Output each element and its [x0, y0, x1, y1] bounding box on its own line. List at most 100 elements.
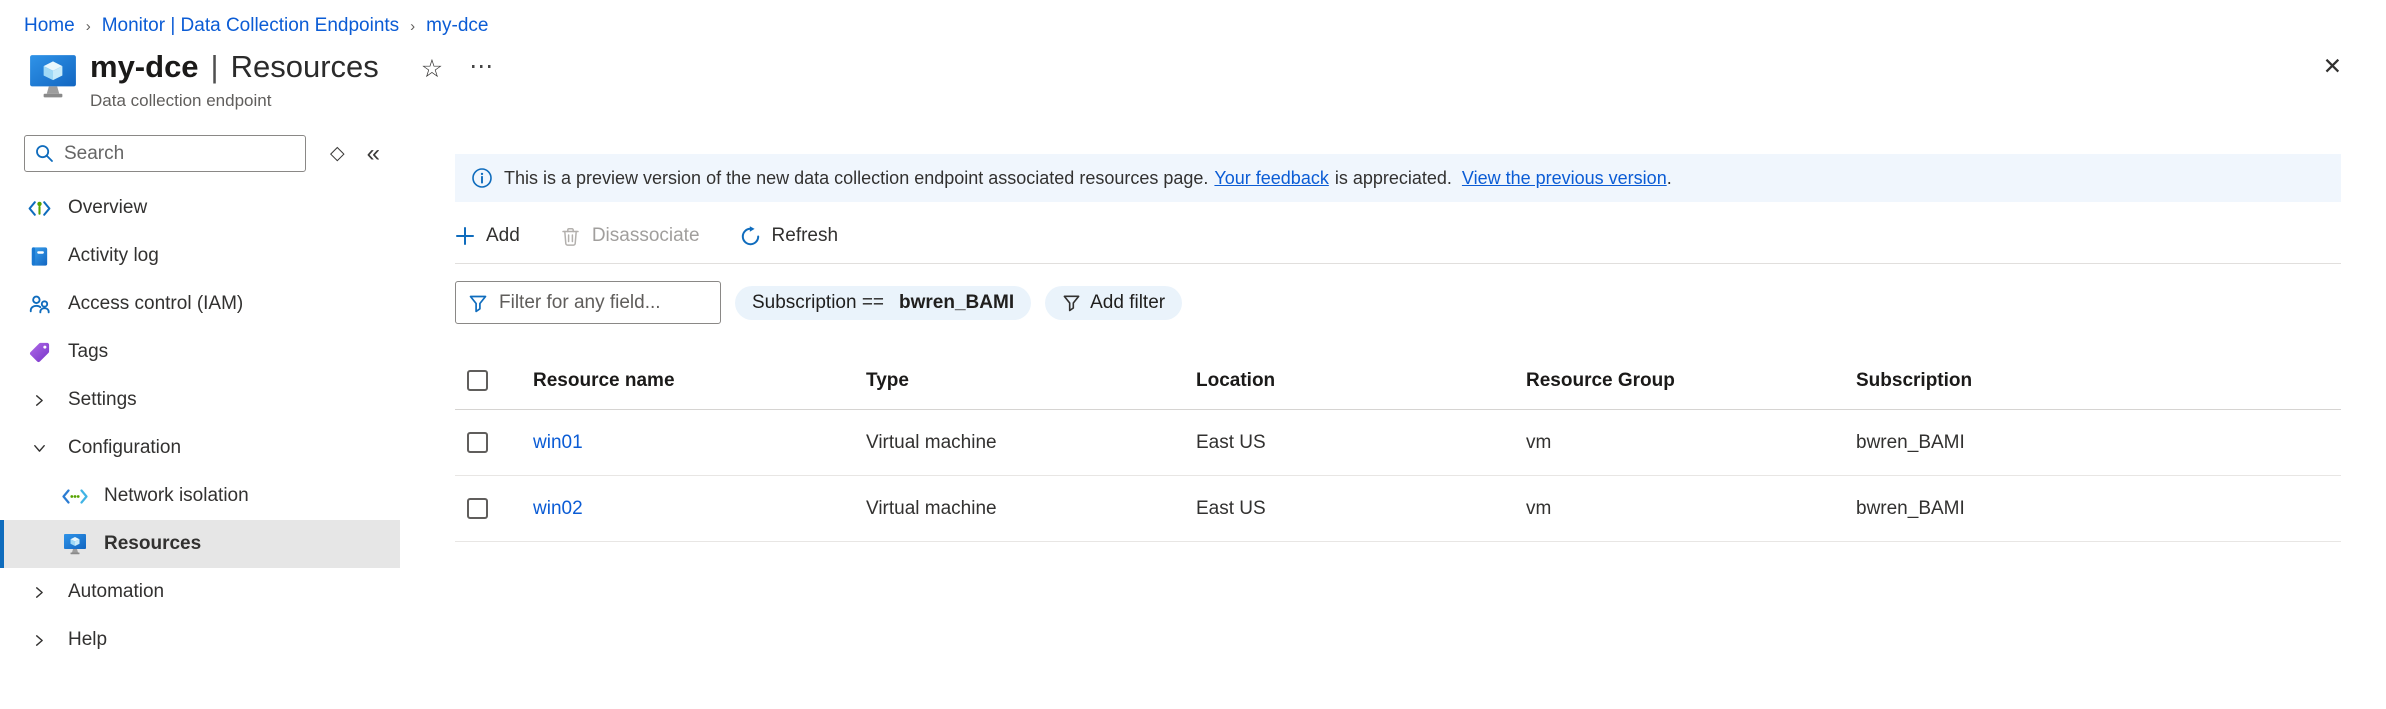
diamond-icon: ◇	[330, 143, 345, 164]
sidebar-item-label: Activity log	[68, 245, 159, 266]
add-filter-pill[interactable]: Add filter	[1045, 285, 1183, 320]
add-button[interactable]: Add	[455, 225, 520, 247]
breadcrumb-separator-icon: ›	[85, 17, 91, 35]
add-button-label: Add	[486, 225, 520, 246]
plus-icon	[456, 227, 474, 245]
table-row: win01 Virtual machine East US vm bwren_B…	[455, 410, 2341, 476]
banner-text: is appreciated.	[1334, 167, 1452, 188]
cell-resource-group: vm	[1526, 497, 1552, 519]
favorite-button[interactable]: ☆	[421, 53, 443, 82]
filter-bar: Subscription == bwren_BAMI Add filter	[455, 281, 2341, 324]
sidebar-search-input[interactable]	[64, 142, 295, 165]
banner-text: .	[1666, 167, 1672, 188]
resource-name-title: my-dce	[90, 49, 199, 84]
breadcrumb-current-link[interactable]: my-dce	[426, 15, 489, 36]
sidebar-item-help[interactable]: Help	[0, 616, 400, 664]
sidebar-item-network-isolation[interactable]: Network isolation	[0, 472, 400, 520]
row-checkbox[interactable]	[467, 432, 488, 453]
resources-monitor-icon	[62, 531, 88, 557]
page-title: my-dce | Resources ☆ ⋯	[90, 49, 494, 85]
command-bar: Add Disassociate Refresh	[455, 209, 2341, 264]
data-collection-endpoint-icon	[30, 55, 76, 98]
chevron-right-icon	[26, 387, 52, 413]
sidebar-item-label: Overview	[68, 197, 148, 218]
sidebar-item-label: Automation	[68, 581, 165, 602]
column-header-type: Type	[866, 369, 909, 391]
sidebar-item-activity-log[interactable]: Activity log	[0, 232, 400, 280]
disassociate-button[interactable]: Disassociate	[560, 225, 700, 247]
sidebar-item-configuration[interactable]: Configuration	[0, 424, 400, 472]
resource-type-subtitle: Data collection endpoint	[90, 91, 272, 110]
sidebar-item-overview[interactable]: Overview	[0, 184, 400, 232]
sidebar-item-automation[interactable]: Automation	[0, 568, 400, 616]
disassociate-button-label: Disassociate	[591, 225, 700, 246]
sidebar-item-resources[interactable]: Resources	[0, 520, 400, 568]
preview-info-banner: This is a preview version of the new dat…	[455, 154, 2341, 202]
sidebar-item-tags[interactable]: Tags	[0, 328, 400, 376]
breadcrumb-monitor-link[interactable]: Monitor | Data Collection Endpoints	[101, 15, 400, 36]
blade-section-title: Resources	[230, 49, 379, 84]
info-icon	[472, 168, 492, 188]
trash-icon	[562, 227, 579, 246]
subscription-filter-label: Subscription ==	[752, 291, 885, 313]
sidebar-item-label: Network isolation	[104, 485, 249, 506]
sidebar-item-label: Resources	[104, 533, 202, 554]
table-header-row: Resource name Type Location Resource Gro…	[455, 352, 2341, 410]
column-header-resource-group: Resource Group	[1526, 369, 1675, 391]
column-header-location: Location	[1196, 369, 1276, 391]
sidebar-item-settings[interactable]: Settings	[0, 376, 400, 424]
activity-log-icon	[26, 243, 52, 269]
tag-icon	[26, 339, 52, 365]
ellipsis-icon: ⋯	[469, 53, 495, 80]
page-header: my-dce | Resources ☆ ⋯ Data collection e…	[0, 37, 2386, 111]
search-icon	[36, 145, 53, 162]
resource-link[interactable]: win02	[533, 497, 583, 519]
cell-location: East US	[1196, 431, 1266, 453]
previous-version-link[interactable]: View the previous version	[1461, 167, 1667, 188]
sidebar-item-label: Configuration	[68, 437, 182, 458]
add-filter-label: Add filter	[1090, 291, 1166, 313]
close-icon: ✕	[2322, 53, 2342, 79]
refresh-button[interactable]: Refresh	[740, 225, 838, 247]
breadcrumb-separator-icon: ›	[410, 17, 416, 35]
resources-table: Resource name Type Location Resource Gro…	[455, 352, 2341, 542]
close-blade-button[interactable]: ✕	[2315, 49, 2350, 84]
cell-location: East US	[1196, 497, 1266, 519]
subscription-filter-pill[interactable]: Subscription == bwren_BAMI	[735, 285, 1032, 320]
chevron-down-icon	[26, 435, 52, 461]
menu-view-button[interactable]: ◇	[330, 144, 345, 163]
chevron-right-icon	[26, 579, 52, 605]
refresh-icon	[741, 225, 759, 245]
banner-text: This is a preview version of the new dat…	[504, 167, 1209, 188]
row-checkbox[interactable]	[467, 498, 488, 519]
sidebar-item-label: Tags	[68, 341, 109, 362]
breadcrumb: Home › Monitor | Data Collection Endpoin…	[0, 0, 2386, 37]
chevron-right-icon	[26, 627, 52, 653]
column-header-subscription: Subscription	[1856, 369, 1973, 391]
more-options-button[interactable]: ⋯	[469, 55, 494, 79]
sidebar-item-label: Help	[68, 629, 108, 650]
table-row: win02 Virtual machine East US vm bwren_B…	[455, 476, 2341, 542]
collapse-menu-button[interactable]: «	[367, 140, 380, 168]
cell-type: Virtual machine	[866, 431, 997, 453]
network-isolation-icon	[62, 483, 88, 509]
filter-funnel-icon	[469, 295, 487, 312]
star-icon: ☆	[420, 54, 444, 83]
breadcrumb-home-link[interactable]: Home	[24, 15, 75, 36]
filter-any-field-input[interactable]	[499, 291, 708, 314]
sidebar-search-box	[24, 135, 306, 172]
feedback-link[interactable]: Your feedback	[1214, 167, 1329, 188]
cell-subscription: bwren_BAMI	[1856, 431, 1965, 453]
overview-icon	[26, 195, 52, 221]
title-pipe: |	[210, 49, 219, 84]
sidebar-item-access-control[interactable]: Access control (IAM)	[0, 280, 400, 328]
cell-subscription: bwren_BAMI	[1856, 497, 1965, 519]
column-header-resource-name: Resource name	[533, 369, 675, 391]
sidebar-menu: Overview Activity log	[0, 184, 400, 664]
subscription-filter-value: bwren_BAMI	[899, 291, 1015, 313]
sidebar-item-label: Access control (IAM)	[68, 293, 244, 314]
access-control-people-icon	[26, 291, 52, 317]
resource-link[interactable]: win01	[533, 431, 583, 453]
select-all-checkbox[interactable]	[467, 370, 488, 391]
sidebar-item-label: Settings	[68, 389, 137, 410]
